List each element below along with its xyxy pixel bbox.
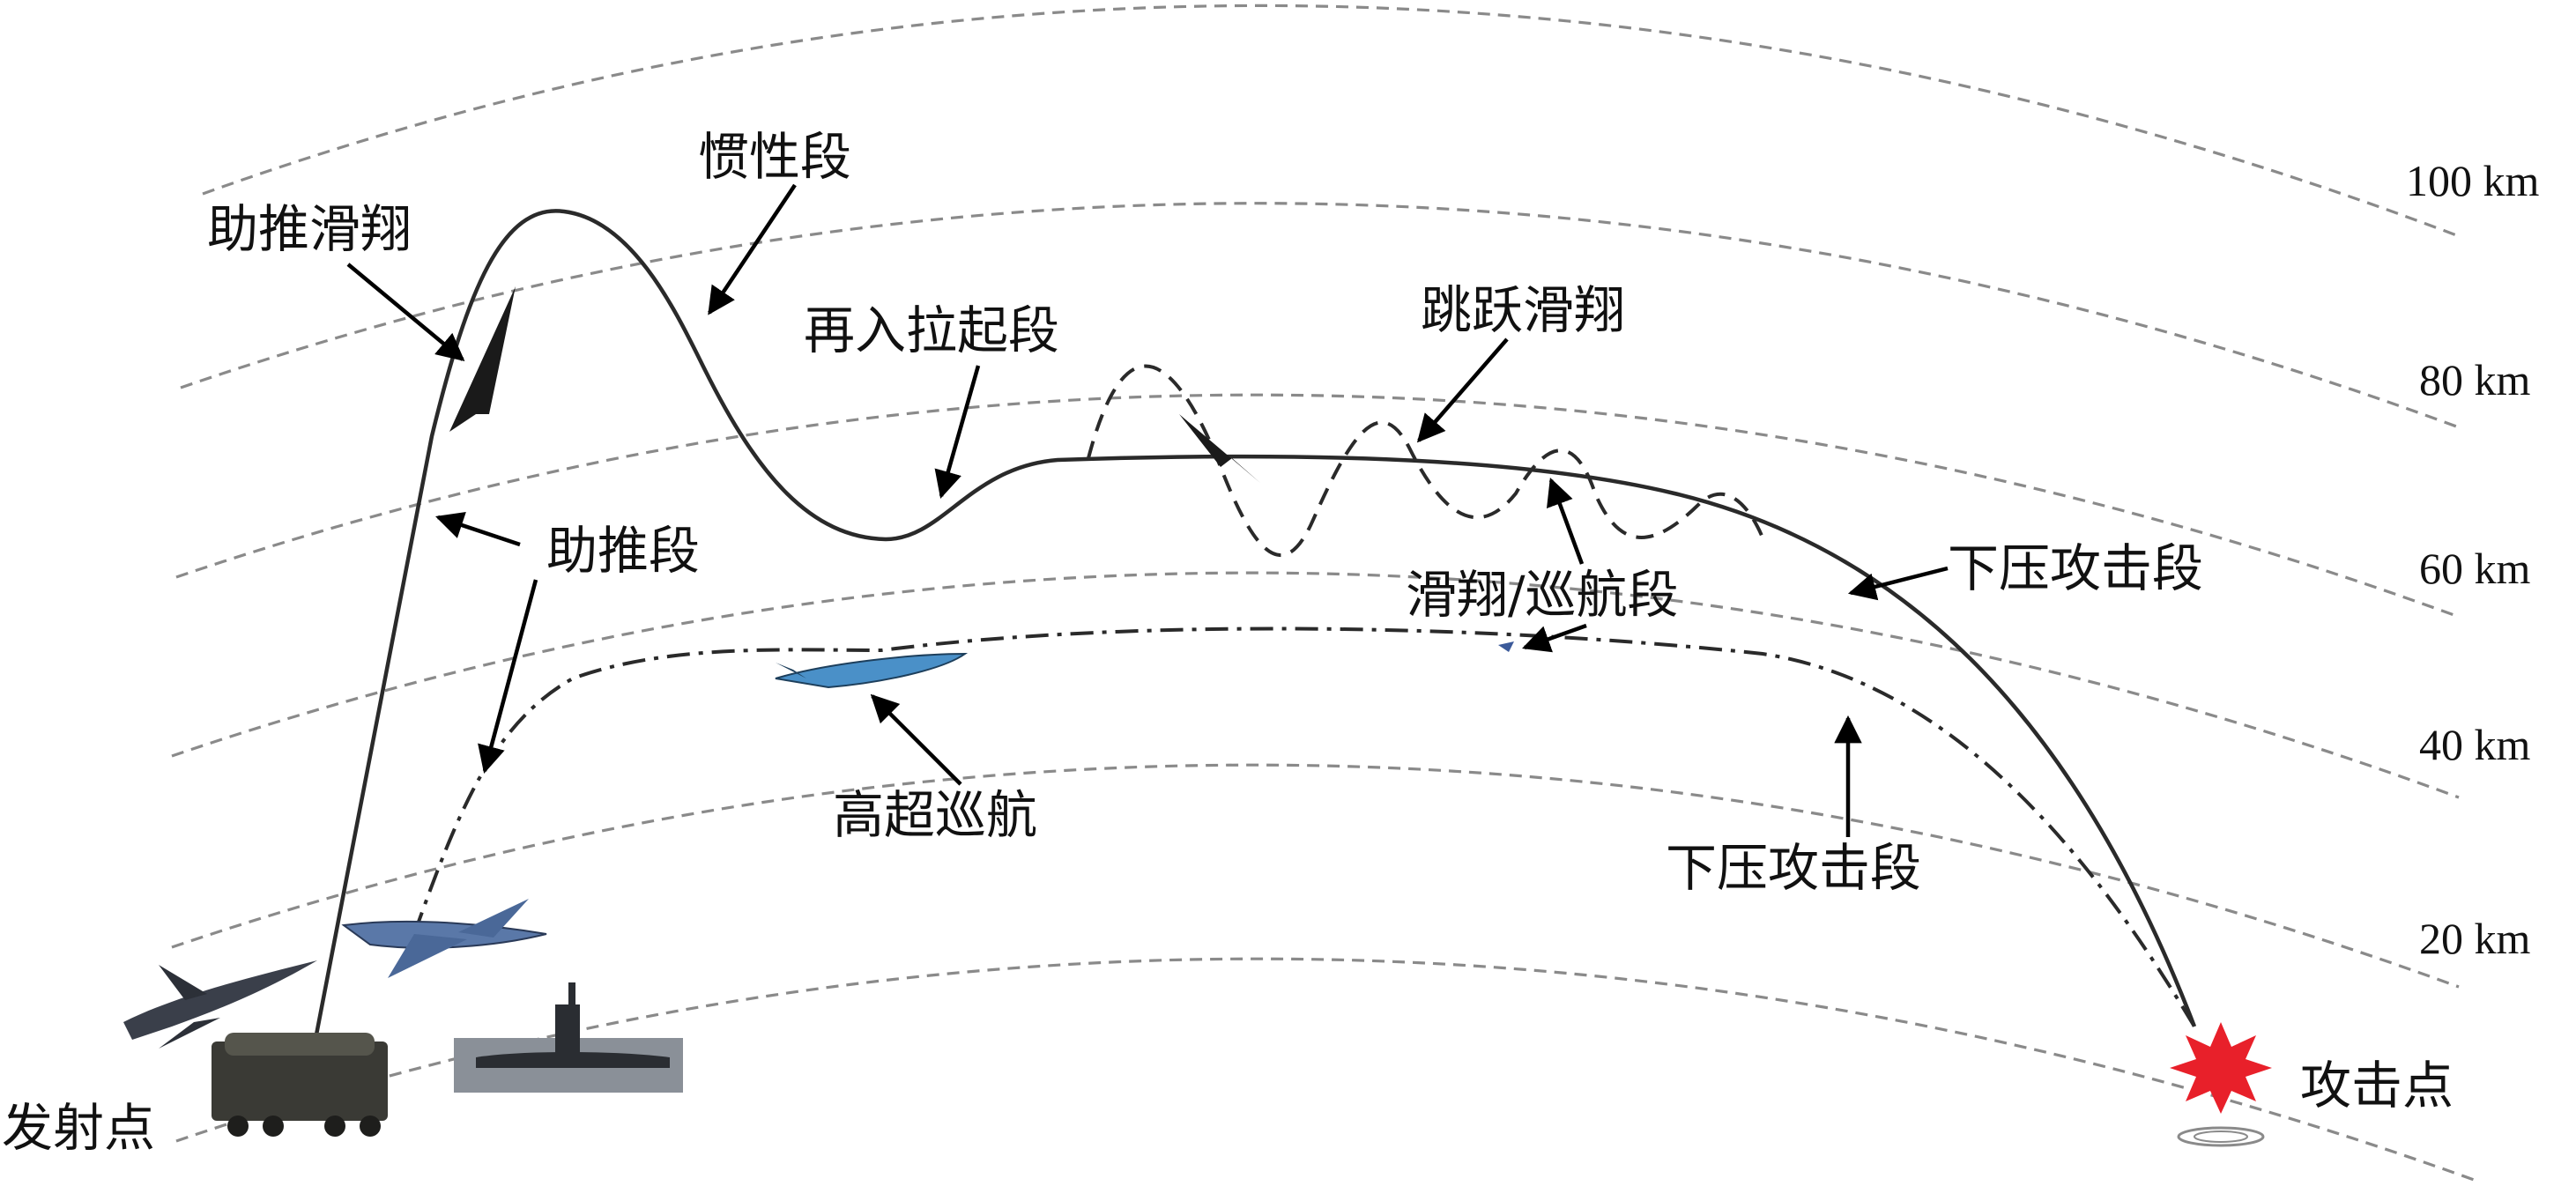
altitude-band-80km	[180, 202, 2460, 429]
cruise-vehicle-marker	[1498, 641, 1514, 652]
missile-launcher-truck-icon	[212, 1033, 388, 1137]
label-attack-point: 攻击点	[2300, 1056, 2454, 1116]
label-skip-glide: 跳跃滑翔	[1421, 280, 1625, 340]
boost-glide-pointer	[346, 263, 465, 362]
label-boost: 助推段	[546, 521, 700, 581]
inertial-pointer	[708, 183, 797, 315]
boost-pointer-upper	[435, 512, 521, 547]
altitude-band-40km	[171, 571, 2460, 799]
hypersonic-cruise-pointer	[870, 693, 962, 786]
label-reentry-pullup: 再入拉起段	[804, 300, 1059, 360]
skip-glide-trajectory	[1087, 364, 1764, 557]
altitude-label-100km: 100 km	[2406, 156, 2540, 205]
boost-glide-trajectory	[310, 209, 2197, 1054]
explosion-icon	[2170, 1022, 2272, 1147]
dive-attack-pointer-1	[1847, 566, 1949, 601]
bomber-icon	[341, 899, 547, 978]
altitude-band-60km	[175, 393, 2460, 619]
altitude-band-100km	[202, 4, 2460, 238]
hypersonic-cruise-trajectory	[412, 626, 2196, 1028]
altitude-label-40km: 40 km	[2419, 720, 2531, 769]
boost-pointer-lower	[478, 579, 538, 775]
label-launch-point: 发射点	[2, 1098, 155, 1158]
altitude-label-20km: 20 km	[2419, 914, 2531, 963]
fighter-jet-icon	[123, 960, 317, 1049]
label-glide-cruise: 滑翔/巡航段	[1406, 565, 1679, 625]
altitude-label-80km: 80 km	[2419, 355, 2531, 404]
glide-cruise-pointer-2	[1522, 623, 1587, 653]
label-inertial: 惯性段	[698, 127, 851, 187]
submarine-icon	[454, 982, 683, 1093]
altitude-label-60km: 60 km	[2419, 544, 2531, 593]
label-hypersonic-cruise: 高超巡航	[833, 785, 1037, 845]
glide-cruise-pointer	[1547, 478, 1585, 565]
glide-vehicle-icon-2	[1179, 414, 1260, 483]
label-dive-attack-2: 下压攻击段	[1666, 838, 1921, 898]
altitude-band-20km	[171, 763, 2460, 989]
label-boost-glide: 助推滑翔	[207, 199, 412, 259]
label-dive-attack-1: 下压攻击段	[1948, 538, 2203, 598]
glide-vehicle-icon	[449, 286, 516, 432]
reentry-pullup-pointer	[934, 365, 981, 500]
altitude-band-ground	[175, 957, 2477, 1182]
cruise-missile-icon	[775, 652, 969, 689]
skip-glide-pointer	[1416, 337, 1509, 443]
